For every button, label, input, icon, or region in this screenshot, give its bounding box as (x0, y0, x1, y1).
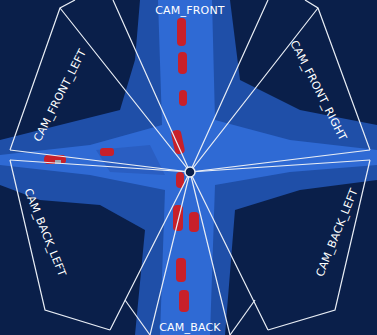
crosswalk (96, 145, 165, 175)
camera-frustums (10, 0, 370, 335)
ego-vehicle (185, 167, 195, 177)
camera-label: CAM_BACK (159, 322, 221, 333)
camera-label: CAM_FRONT (155, 5, 225, 16)
vehicles (44, 18, 199, 312)
